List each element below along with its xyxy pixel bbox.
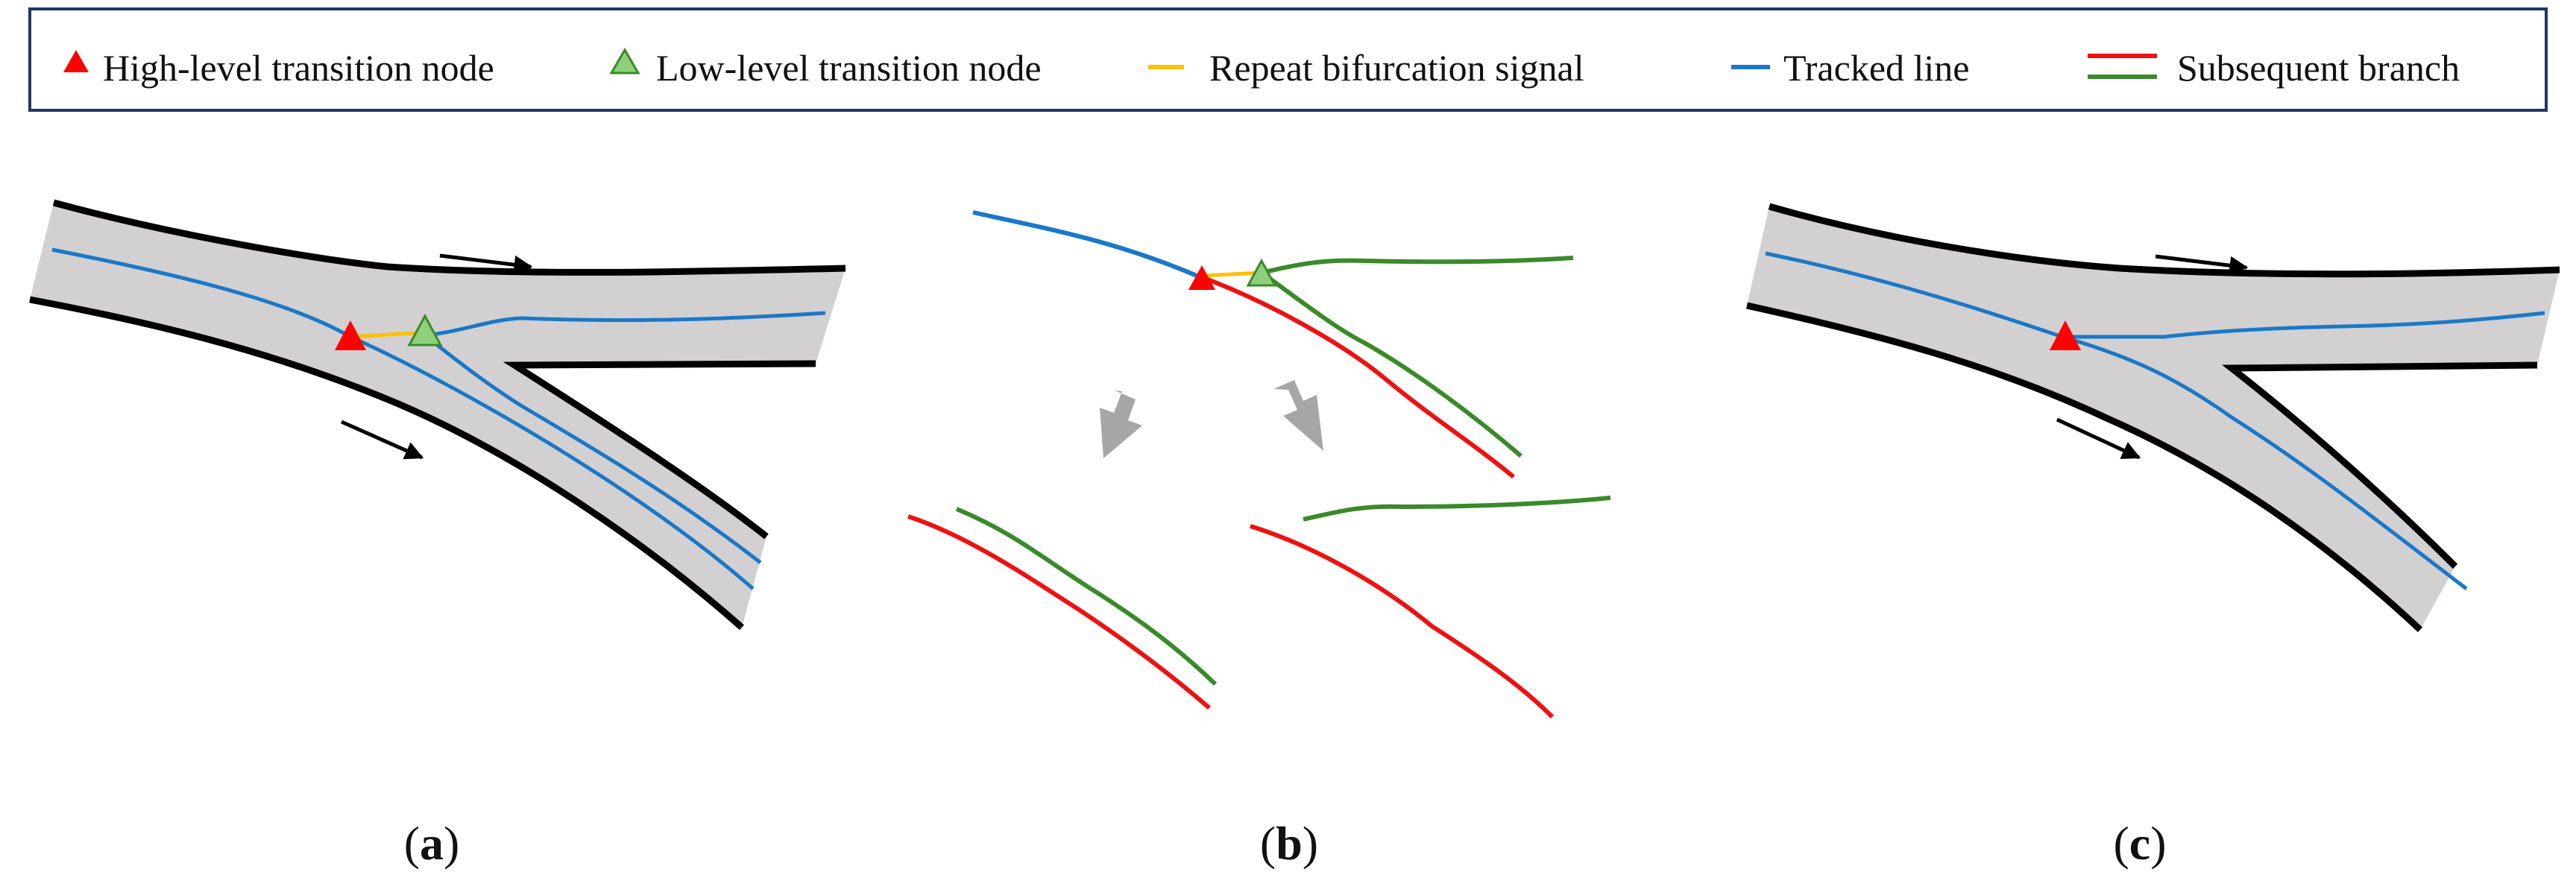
gray-arrow-left (1100, 390, 1142, 458)
legend-high-node-label: High-level transition node (103, 47, 494, 89)
road-surface (1747, 206, 2560, 630)
legend-tracked-line-label: Tracked line (1783, 47, 1970, 89)
low-level-transition-node (407, 313, 443, 347)
legend-subsequent-branch-label: Subsequent branch (2177, 47, 2460, 89)
legend-box (28, 7, 2548, 112)
subsequent-branch-green (1260, 271, 1522, 458)
high-node-legend-icon (63, 50, 89, 72)
high-level-transition-node (2050, 320, 2081, 350)
subsequent-branch-red (907, 514, 1211, 710)
legend-low-node-label: Low-level transition node (656, 47, 1042, 89)
low-node-legend-icon (609, 48, 640, 75)
tracked-line (972, 210, 1202, 279)
direction-arrow (2155, 254, 2249, 275)
road-top-edge (52, 199, 846, 276)
high-level-transition-node (1188, 265, 1215, 290)
road-bottom-edge (1746, 302, 2423, 633)
tracked-line (423, 334, 762, 564)
repeat-bifurcation-signal (1201, 271, 1262, 278)
road-inner-edge (2222, 361, 2538, 569)
low-level-transition-node (1246, 258, 1277, 287)
tracked-line (2062, 311, 2545, 339)
direction-arrow (340, 420, 424, 460)
road-bottom-edge (29, 296, 744, 630)
direction-arrow (439, 253, 533, 274)
repeat-bifurcation-signal (350, 330, 426, 339)
road-surface (30, 203, 845, 627)
panel-caption-b: (b) (1260, 817, 1318, 870)
subsequent-branch-green (1261, 256, 1574, 275)
panel-a: (a) (29, 199, 846, 870)
road-top-edge (1768, 203, 2560, 278)
subsequent-branch-red (1250, 524, 1555, 719)
subsequent-branch-red (1200, 275, 1515, 479)
panel-caption-a: (a) (404, 817, 460, 870)
legend: High-level transition node Low-level tra… (28, 7, 2548, 112)
tracked-line (51, 247, 755, 590)
tracked-line (1765, 251, 2468, 590)
tracked-line (424, 311, 826, 338)
subsequent-branch-green (1303, 496, 1611, 522)
high-level-transition-node (335, 320, 366, 350)
subsequent-branch-legend-icon (2088, 54, 2157, 79)
legend-repeat-signal-label: Repeat bifurcation signal (1209, 47, 1584, 89)
panel-caption-c: (c) (2113, 817, 2166, 870)
panel-c: (c) (1746, 203, 2560, 870)
subsequent-branch-green (955, 507, 1218, 686)
gray-arrow-right (1273, 380, 1323, 451)
road-inner-edge (503, 360, 816, 540)
direction-arrow (2056, 417, 2141, 460)
panel-b: (b) (907, 210, 1611, 870)
